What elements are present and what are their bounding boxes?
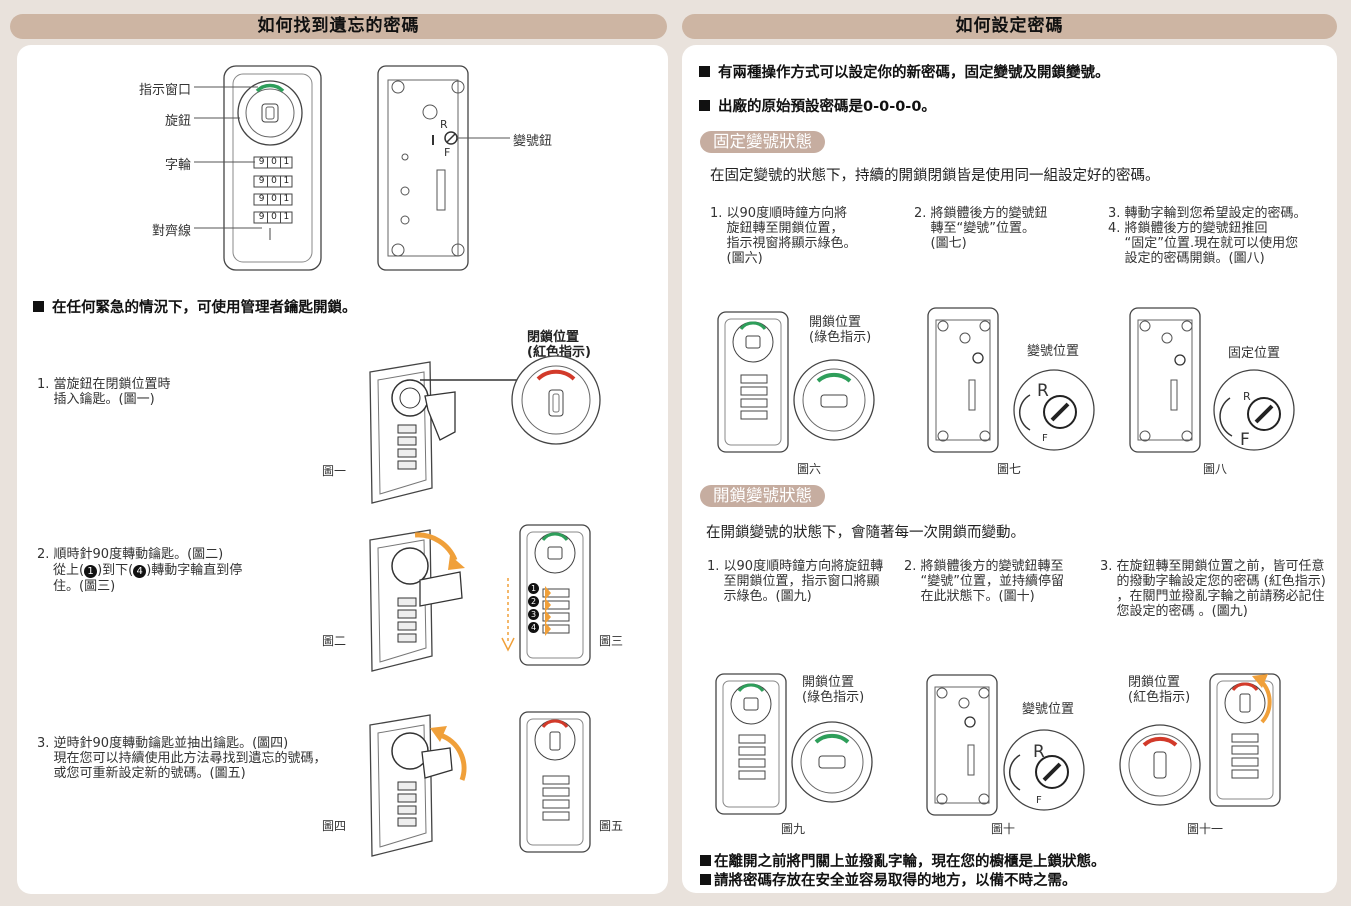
wheel-digit: 1: [279, 194, 292, 205]
lock-front-diagram: [194, 65, 322, 271]
marker-4: 4: [528, 622, 539, 633]
fig7-diagram: [927, 307, 1095, 453]
final-note-1: 在離開之前將門關上並撥亂字輪，現在您的櫥櫃是上鎖狀態。: [700, 850, 1106, 871]
bullet-methods: 有兩種操作方式可以設定你的新密碼，固定變號及開鎖變號。: [699, 61, 1110, 82]
fig7-change-label: 變號位置: [1027, 344, 1080, 359]
unlock-step3: 3. 在旋鈕轉至開鎖位置之前，皆可任意 的撥動字輪設定您的密碼 (紅色指示) ，…: [1100, 559, 1326, 619]
left-banner: 如何找到遺忘的密碼: [10, 14, 667, 39]
wheel-digit: 0: [267, 176, 279, 187]
callout-window: 指示窗口: [139, 83, 192, 98]
wheel-digit: 1: [279, 176, 292, 187]
key-remove-diagram: [369, 711, 591, 857]
marker-1: 1: [528, 583, 539, 594]
callout-switch: 變號鈕: [513, 134, 553, 149]
fig10-caption: 圖十: [991, 822, 1016, 836]
step2-line1: 2. 順時針90度轉動鑰匙。(圖二): [37, 547, 224, 562]
fixed-step3-4: 3. 轉動字輪到您希望設定的密碼。 4. 將鎖體後方的變號鈕推回 “固定”位置.…: [1108, 206, 1307, 266]
fixed-intro: 在固定變號的狀態下，持續的開鎖閉鎖皆是使用同一組設定好的密碼。: [710, 168, 1160, 184]
fig10-diagram: [926, 674, 1085, 816]
fig3-caption: 圖三: [599, 634, 624, 648]
fig8-f: F: [1240, 430, 1250, 450]
fig6-caption: 圖六: [797, 462, 822, 476]
fig6-open-label: 開鎖位置 (綠色指示): [809, 315, 872, 345]
fig9-caption: 圖九: [781, 822, 806, 836]
right-banner: 如何設定密碼: [682, 14, 1337, 39]
wheel-digit: 9: [258, 194, 265, 204]
pill-fixed-mode: 固定變號狀態: [700, 131, 825, 153]
fig6-diagram: [717, 311, 875, 453]
callout-knob: 旋鈕: [165, 114, 192, 129]
fixed-step2: 2. 將鎖體後方的變號鈕 轉至“變號”位置。 (圖七): [914, 206, 1048, 251]
fig1-caption: 圖一: [322, 464, 347, 478]
fig8-diagram: [1129, 307, 1295, 453]
fig11-caption: 圖十一: [1187, 822, 1224, 836]
fig8-caption: 圖八: [1203, 462, 1228, 476]
marker-2: 2: [528, 596, 539, 607]
wheel-digit: 0: [267, 212, 279, 223]
fig7-r: R: [1037, 381, 1049, 401]
fixed-step1: 1. 以90度順時鐘方向將 旋鈕轉至開鎖位置， 指示視窗將顯示綠色。 (圖六): [710, 206, 857, 266]
unlock-step1: 1. 以90度順時鐘方向將旋鈕轉 至開鎖位置，指示窗口將顯 示綠色。(圖九): [707, 559, 884, 604]
fig2-caption: 圖二: [322, 634, 347, 648]
fig9-diagram: [715, 673, 873, 815]
wheel-digit: 9: [258, 176, 265, 186]
bullet-default: 出廠的原始預設密碼是0-0-0-0。: [699, 95, 936, 116]
fig7-f: F: [1042, 433, 1048, 444]
fig11-locked-label: 閉鎖位置 (紅色指示): [1128, 675, 1191, 705]
callout-wheel: 字輪: [165, 158, 192, 173]
fig5-caption: 圖五: [599, 819, 624, 833]
emergency-note: 在任何緊急的情況下，可使用管理者鑰匙開鎖。: [33, 296, 357, 317]
callout-align: 對齊線: [152, 224, 192, 239]
circled-4: 4: [133, 565, 147, 578]
rf-r-top: R: [440, 118, 448, 131]
step3-text: 3. 逆時針90度轉動鑰匙並抽出鑰匙。(圖四) 現在您可以持續使用此方法尋找到遺…: [37, 736, 327, 781]
fig8-fixed-label: 固定位置: [1228, 346, 1281, 361]
wheel-digit: 9: [258, 157, 265, 167]
lock-back-diagram: [377, 65, 510, 271]
fig4-caption: 圖四: [322, 819, 347, 833]
key-insert-diagram: [369, 355, 601, 504]
marker-3: 3: [528, 609, 539, 620]
pill-unlock-mode: 開鎖變號狀態: [700, 485, 825, 507]
step2-line3: 住。(圖三): [53, 579, 116, 594]
circled-1: 1: [84, 565, 98, 578]
fig10-r: R: [1033, 742, 1045, 762]
unlock-step2: 2. 將鎖體後方的變號鈕轉至 “變號”位置，並持續停留 在此狀態下。(圖十): [904, 559, 1064, 604]
locked-position-label: 閉鎖位置 (紅色指示): [527, 330, 591, 360]
fig8-r: R: [1243, 390, 1251, 403]
final-note-2: 請將密碼存放在安全並容易取得的地方，以備不時之需。: [700, 869, 1077, 890]
rf-f-top: F: [444, 146, 451, 159]
step1-text: 1. 當旋鈕在閉鎖位置時 插入鑰匙。(圖一): [37, 377, 171, 407]
unlock-intro: 在開鎖變號的狀態下，會隨著每一次開鎖而變動。: [706, 525, 1025, 541]
fig10-f: F: [1036, 795, 1042, 806]
fig10-change-label: 變號位置: [1022, 702, 1075, 717]
step2-line2: 從上(1)到下(4)轉動字輪直到停: [53, 563, 243, 578]
wheel-digit: 9: [258, 212, 265, 222]
wheel-digit: 0: [267, 194, 279, 205]
wheel-digit: 1: [279, 212, 292, 223]
fig9-open-label: 開鎖位置 (綠色指示): [802, 675, 865, 705]
fig11-diagram: [1119, 673, 1281, 807]
wheel-digit: 1: [279, 157, 292, 168]
fig7-caption: 圖七: [997, 462, 1022, 476]
wheel-digit: 0: [267, 157, 279, 168]
